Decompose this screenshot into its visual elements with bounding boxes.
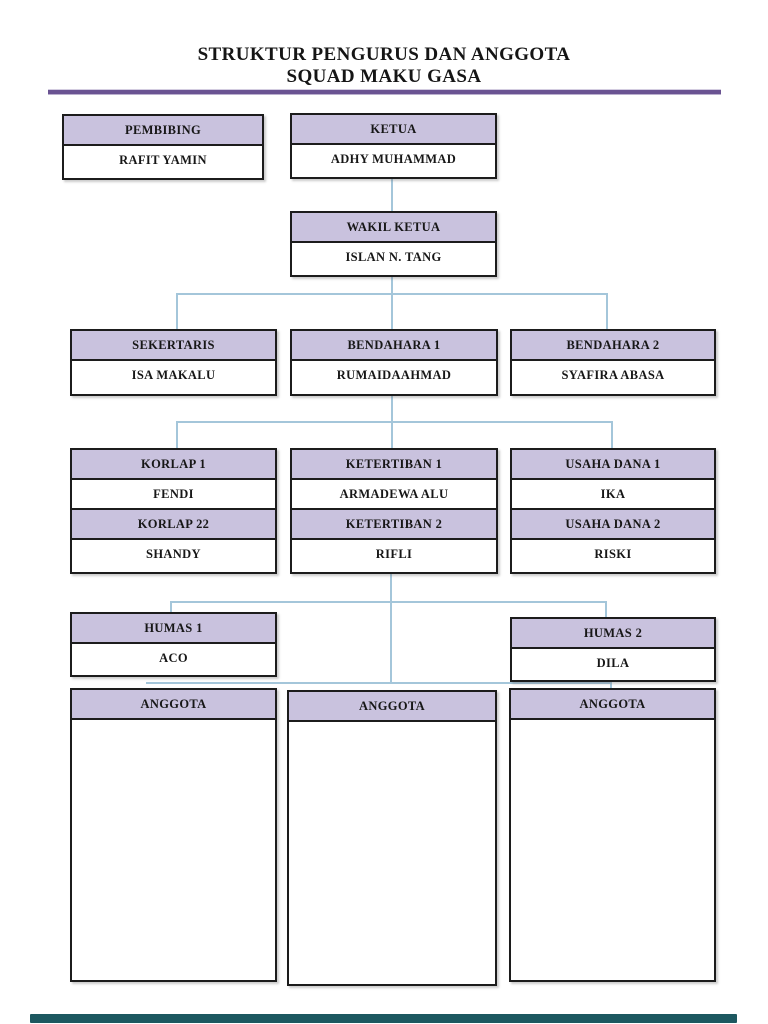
- org-box-humas-2: HUMAS 2 DILA: [510, 617, 716, 682]
- member-name: RAFIT YAMIN: [64, 146, 262, 174]
- member-name: RUMAIDAAHMAD: [292, 361, 496, 389]
- connector-line: [176, 421, 613, 423]
- member-name: SYAFIRA ABASA: [512, 361, 714, 389]
- role-header: WAKIL KETUA: [292, 213, 495, 243]
- role-header: KETUA: [292, 115, 495, 145]
- connector-line: [391, 271, 393, 293]
- connector-line: [176, 293, 178, 329]
- org-box-pembibing: PEMBIBING RAFIT YAMIN: [62, 114, 264, 180]
- role-header: KETERTIBAN 2: [292, 510, 496, 540]
- member-name: ISA MAKALU: [72, 361, 275, 389]
- role-header: HUMAS 2: [512, 619, 714, 649]
- org-box-humas-1: HUMAS 1 ACO: [70, 612, 277, 677]
- org-box-ketertiban: KETERTIBAN 1 ARMADEWA ALU KETERTIBAN 2 R…: [290, 448, 498, 574]
- connector-line: [605, 601, 607, 617]
- connector-line: [146, 682, 612, 684]
- connector-line: [391, 293, 393, 329]
- member-name: RIFLI: [292, 540, 496, 568]
- page-title-line1: STRUKTUR PENGURUS DAN ANGGOTA: [197, 44, 571, 65]
- member-name: RISKI: [512, 540, 714, 568]
- member-name: IKA: [512, 480, 714, 510]
- page-title-line2: SQUAD MAKU GASA: [286, 66, 482, 87]
- connector-line: [176, 421, 178, 448]
- member-name: FENDI: [72, 480, 275, 510]
- connector-line: [390, 570, 392, 601]
- role-header: ANGGOTA: [511, 690, 714, 720]
- title-divider: [48, 90, 721, 94]
- connector-line: [610, 677, 612, 690]
- role-header: KORLAP 22: [72, 510, 275, 540]
- member-name: DILA: [512, 649, 714, 677]
- role-header: USAHA DANA 2: [512, 510, 714, 540]
- org-box-bendahara-1: BENDAHARA 1 RUMAIDAAHMAD: [290, 329, 498, 396]
- connector-line: [391, 421, 393, 448]
- org-box-anggota-1: ANGGOTA: [70, 688, 277, 982]
- member-name: ACO: [72, 644, 275, 672]
- role-header: HUMAS 1: [72, 614, 275, 644]
- org-box-ketua: KETUA ADHY MUHAMMAD: [290, 113, 497, 179]
- role-header: USAHA DANA 1: [512, 450, 714, 480]
- member-list-area: [72, 720, 275, 980]
- org-box-anggota-2: ANGGOTA: [287, 690, 497, 986]
- role-header: BENDAHARA 2: [512, 331, 714, 361]
- org-box-usaha-dana: USAHA DANA 1 IKA USAHA DANA 2 RISKI: [510, 448, 716, 574]
- member-name: ISLAN N. TANG: [292, 243, 495, 271]
- connector-line: [606, 293, 608, 329]
- member-name: SHANDY: [72, 540, 275, 568]
- role-header: ANGGOTA: [72, 690, 275, 720]
- member-list-area: [511, 720, 714, 980]
- page-footer-bar: [30, 1014, 737, 1023]
- org-box-bendahara-2: BENDAHARA 2 SYAFIRA ABASA: [510, 329, 716, 396]
- org-box-anggota-3: ANGGOTA: [509, 688, 716, 982]
- role-header: KETERTIBAN 1: [292, 450, 496, 480]
- role-header: PEMBIBING: [64, 116, 262, 146]
- connector-line: [391, 392, 393, 421]
- org-box-korlap: KORLAP 1 FENDI KORLAP 22 SHANDY: [70, 448, 277, 574]
- connector-line: [390, 601, 392, 682]
- connector-line: [391, 175, 393, 212]
- role-header: BENDAHARA 1: [292, 331, 496, 361]
- role-header: SEKERTARIS: [72, 331, 275, 361]
- member-name: ADHY MUHAMMAD: [292, 145, 495, 173]
- connector-line: [170, 601, 607, 603]
- role-header: ANGGOTA: [289, 692, 495, 722]
- connector-line: [611, 421, 613, 448]
- role-header: KORLAP 1: [72, 450, 275, 480]
- org-box-wakil-ketua: WAKIL KETUA ISLAN N. TANG: [290, 211, 497, 277]
- member-list-area: [289, 722, 495, 984]
- connector-line: [170, 601, 172, 612]
- member-name: ARMADEWA ALU: [292, 480, 496, 510]
- page-title: STRUKTUR PENGURUS DAN ANGGOTA SQUAD MAKU…: [0, 44, 768, 88]
- org-box-sekertaris: SEKERTARIS ISA MAKALU: [70, 329, 277, 396]
